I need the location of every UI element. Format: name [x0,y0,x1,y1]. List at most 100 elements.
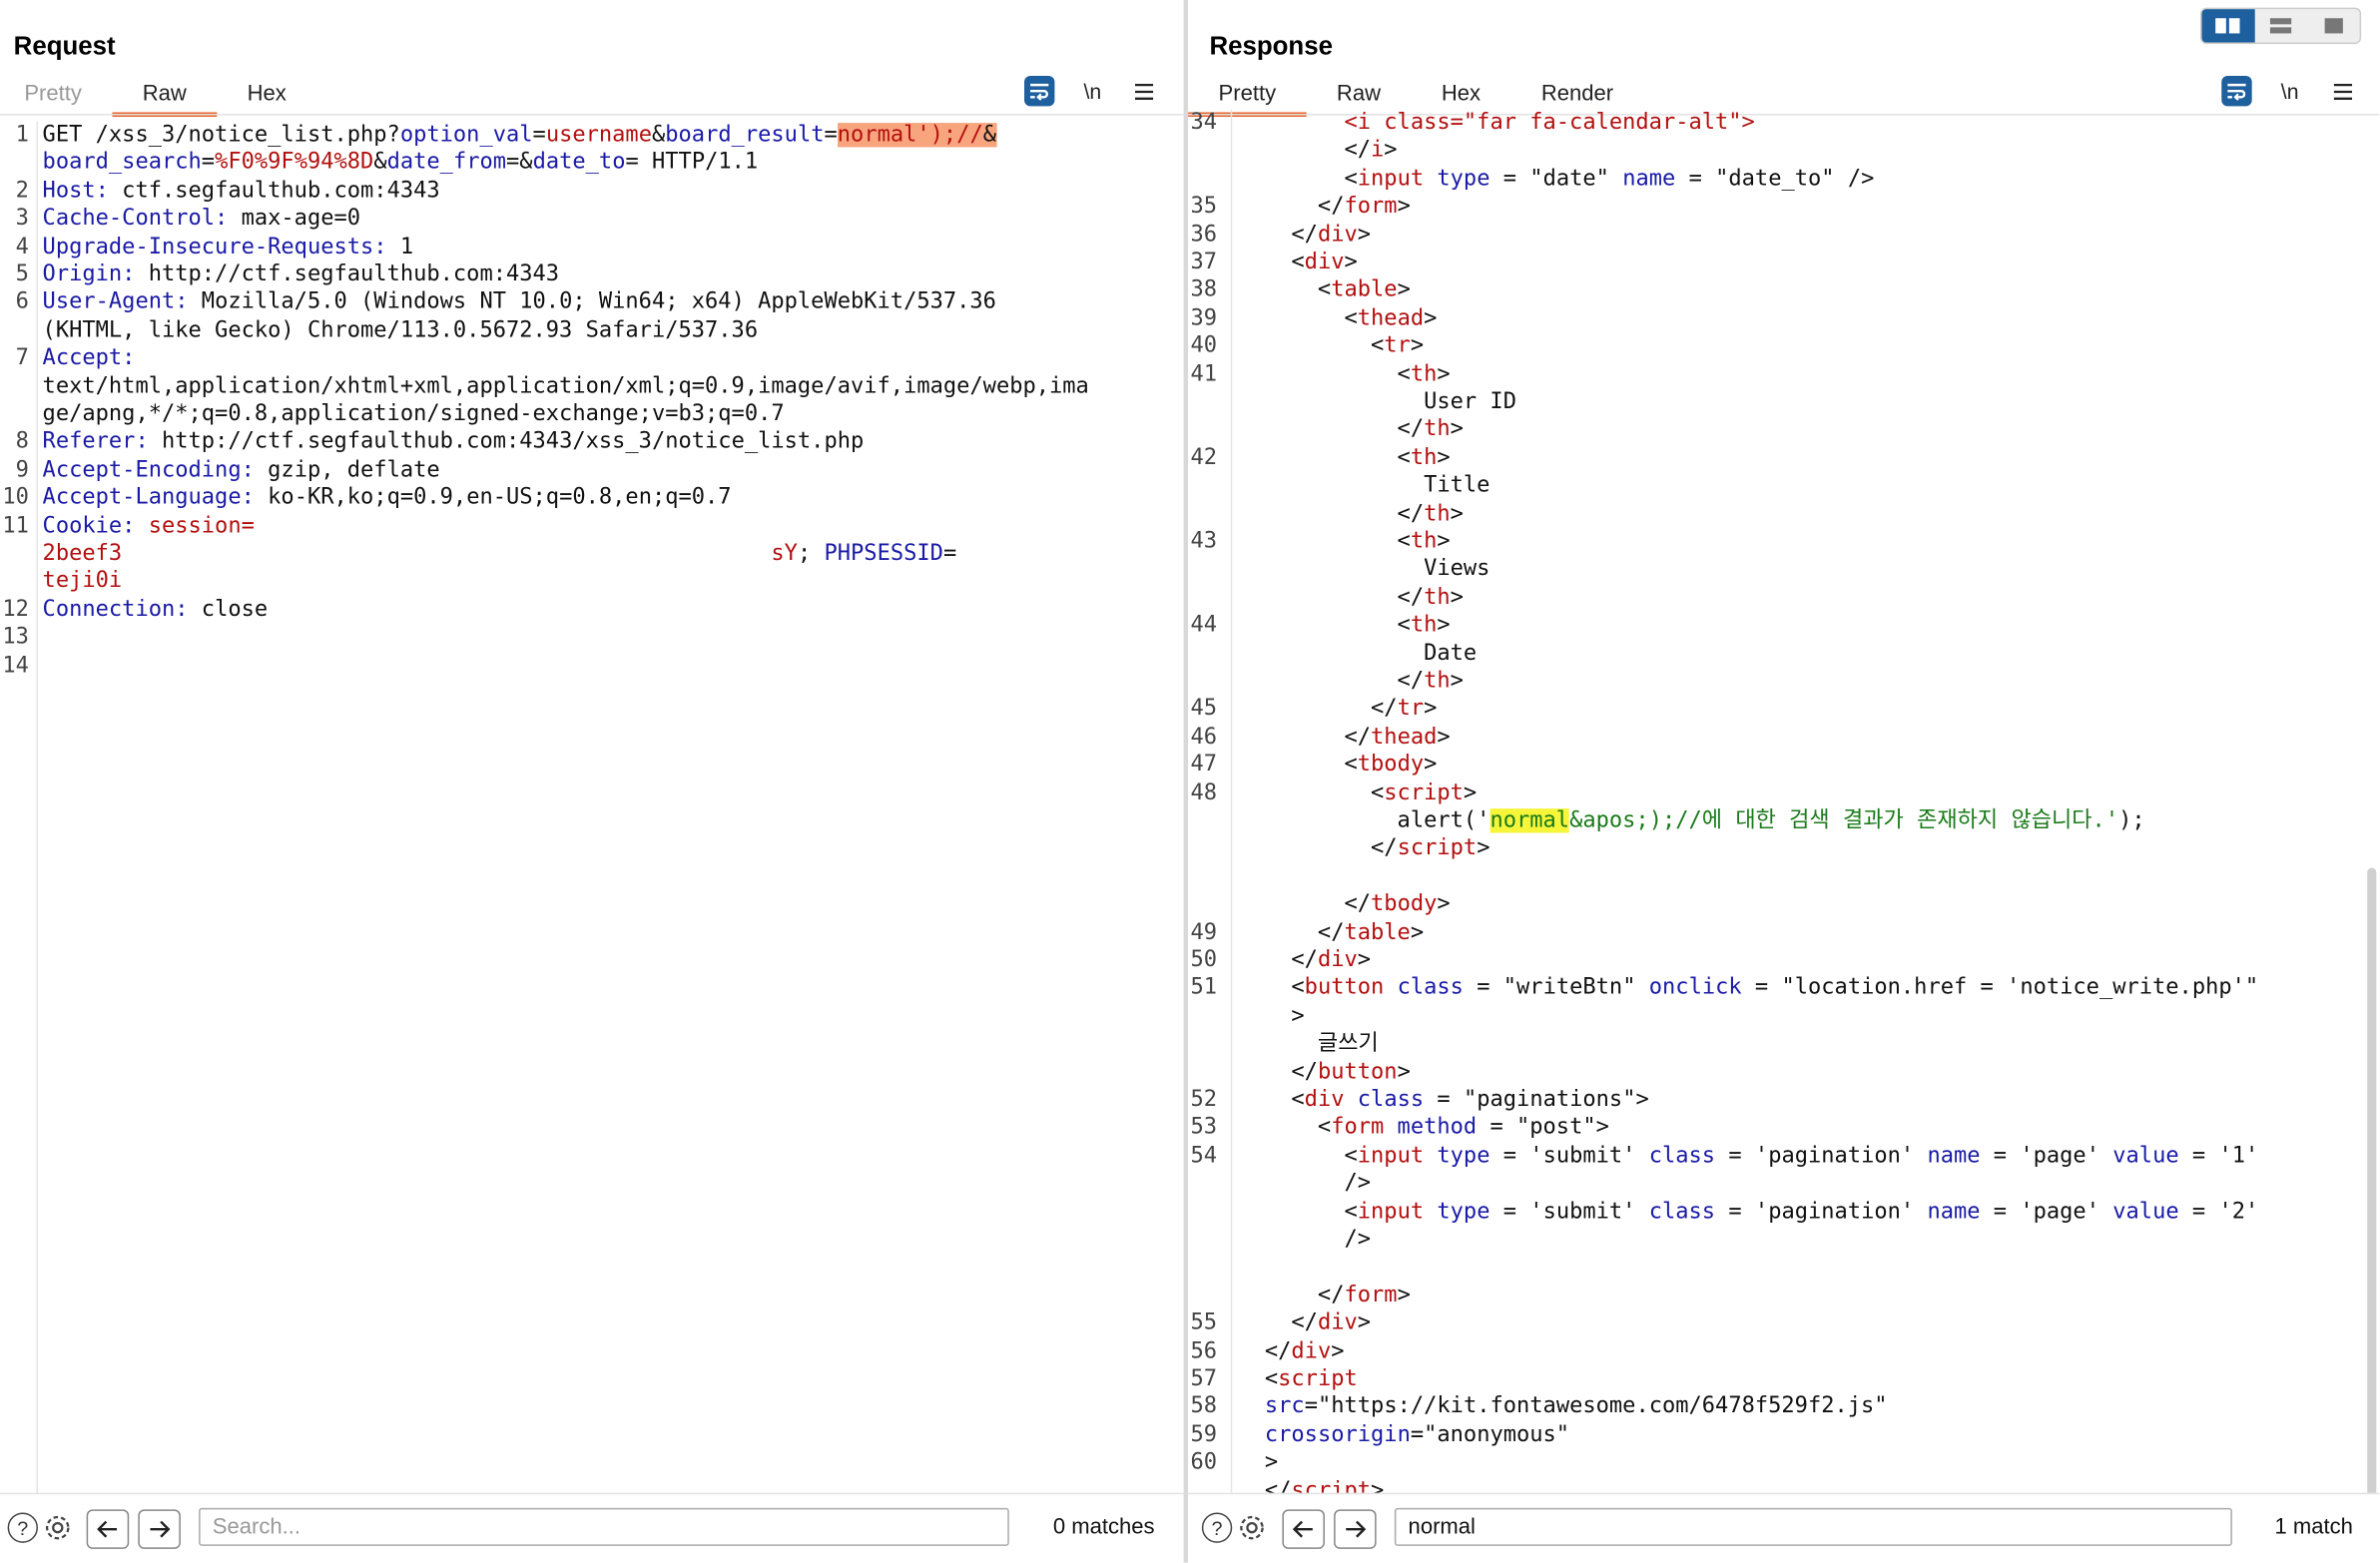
code-token: script [1397,836,1478,861]
code-token: </ [1238,892,1372,917]
help-icon[interactable]: ? [7,1512,38,1543]
code-line: </form> [1188,1282,2379,1309]
code-line: User ID [1188,388,2379,416]
code-token [1238,1394,1265,1418]
code-token: Accept-Language: [42,485,255,511]
code-token: 2beef3 [42,541,123,566]
code-token: ge/apng,*/*;q=0.8,application/signed-exc… [42,401,785,427]
line-number: 46 [1190,725,1218,750]
vertical-scrollbar[interactable] [2367,867,2377,1495]
code-token: > [1397,194,1411,220]
code-token: name [1914,1199,1981,1225]
wrap-lines-icon[interactable] [1024,76,1055,107]
code-token: & [373,151,387,176]
help-icon[interactable]: ? [1201,1512,1233,1543]
line-code: <th> [1238,360,1451,388]
line-number: 1 [15,123,29,148]
tab-divider [0,114,1184,116]
line-code: Origin: http://ctf.segfaulthub.com:4343 [43,260,560,288]
code-line: 50 </div> [1188,946,2379,974]
split-vertical-icon[interactable] [2254,9,2307,42]
code-token: > [1410,920,1425,945]
code-token: tr [1397,697,1425,722]
code-token: GET /xss_3/notice_list.php? [42,123,400,148]
hamburger-menu-icon[interactable] [2329,76,2356,106]
tab-hex[interactable]: Hex [1441,82,1482,107]
code-token: = [942,541,957,566]
newline-toggle[interactable]: \n [2280,79,2299,104]
tab-pretty[interactable]: Pretty [24,82,82,107]
single-pane-icon[interactable] [2307,9,2360,42]
code-token: script [1291,1478,1372,1495]
line-number: 4 [15,234,29,260]
line-number: 12 [2,597,29,622]
tab-hex[interactable]: Hex [247,82,287,107]
tab-raw[interactable]: Raw [1336,82,1382,107]
code-token: > [1450,585,1464,610]
code-token: = [1489,1143,1530,1169]
line-code: /> [1238,1226,1371,1254]
code-token: tbody [1371,892,1438,917]
arrow-right-icon[interactable] [1334,1509,1377,1549]
response-search-bar: ? normal 1 match [1188,1492,2380,1563]
code-token: Date [1238,641,1478,666]
gear-icon[interactable] [1235,1511,1268,1544]
code-line: 41 <th> [1188,360,2379,388]
code-token: "writeBtn" [1502,975,1636,1001]
line-code: Referer: http://ctf.segfaulthub.com:4343… [43,428,865,456]
code-token: > [1424,305,1438,331]
tab-render[interactable]: Render [1540,82,1614,107]
code-token: > [1357,222,1372,248]
gear-icon[interactable] [41,1511,74,1544]
code-token: normal');// [837,123,983,148]
line-code: Upgrade-Insecure-Requests: 1 [43,233,414,260]
code-token: = [2178,1199,2219,1225]
wrap-lines-icon[interactable] [2221,76,2252,107]
code-token: = [824,123,838,148]
line-code: Views [1238,556,1489,584]
code-token: = [1424,1087,1464,1113]
code-line: /> [1188,1170,2379,1198]
code-token: Connection: [42,597,189,622]
code-token: = [1980,1143,2021,1169]
code-token: ctf.segfaulthub.com:4343 [108,179,440,204]
code-token: http://ctf.segfaulthub.com:4343/xss_3/no… [148,429,865,455]
code-token: > [1344,250,1358,275]
arrow-left-icon[interactable] [86,1509,130,1549]
arrow-left-icon[interactable] [1282,1509,1325,1549]
search-input[interactable]: Search... [199,1507,1009,1546]
code-token: name [1914,1143,1981,1169]
line-number: 59 [1190,1422,1218,1447]
code-token: </ [1238,194,1345,220]
search-input[interactable]: normal [1394,1507,2232,1546]
code-token [1238,1422,1265,1446]
code-token: > [1437,892,1451,917]
layout-toggle[interactable] [2200,7,2362,45]
code-token: < [1238,753,1358,778]
code-token: /> [1238,1227,1372,1252]
code-line [1188,863,2379,891]
code-token: > [1635,1087,1649,1113]
code-line [1188,1254,2379,1282]
line-code: </script> [1238,1477,1384,1494]
pane-divider[interactable] [1183,0,1189,1563]
arrow-right-icon[interactable] [138,1509,181,1549]
response-editor[interactable]: 34 <i class="far fa-calendar-alt"> </i> … [1188,109,2379,1495]
code-token: option_val [399,123,533,148]
line-code: </tr> [1238,696,1437,724]
code-token: Upgrade-Insecure-Requests: [42,234,387,260]
code-token: Accept: [42,345,136,371]
split-horizontal-icon[interactable] [2201,9,2255,43]
newline-toggle[interactable]: \n [1083,79,1102,104]
code-token: Title [1238,473,1490,498]
code-token: crossorigin [1264,1422,1411,1447]
line-code: <table> [1238,276,1411,304]
code-line: 37 <div> [1188,249,2379,276]
code-token: th [1424,585,1451,610]
code-token: "paginations" [1463,1087,1636,1113]
tab-raw[interactable]: Raw [112,78,218,118]
hamburger-menu-icon[interactable] [1130,76,1157,106]
